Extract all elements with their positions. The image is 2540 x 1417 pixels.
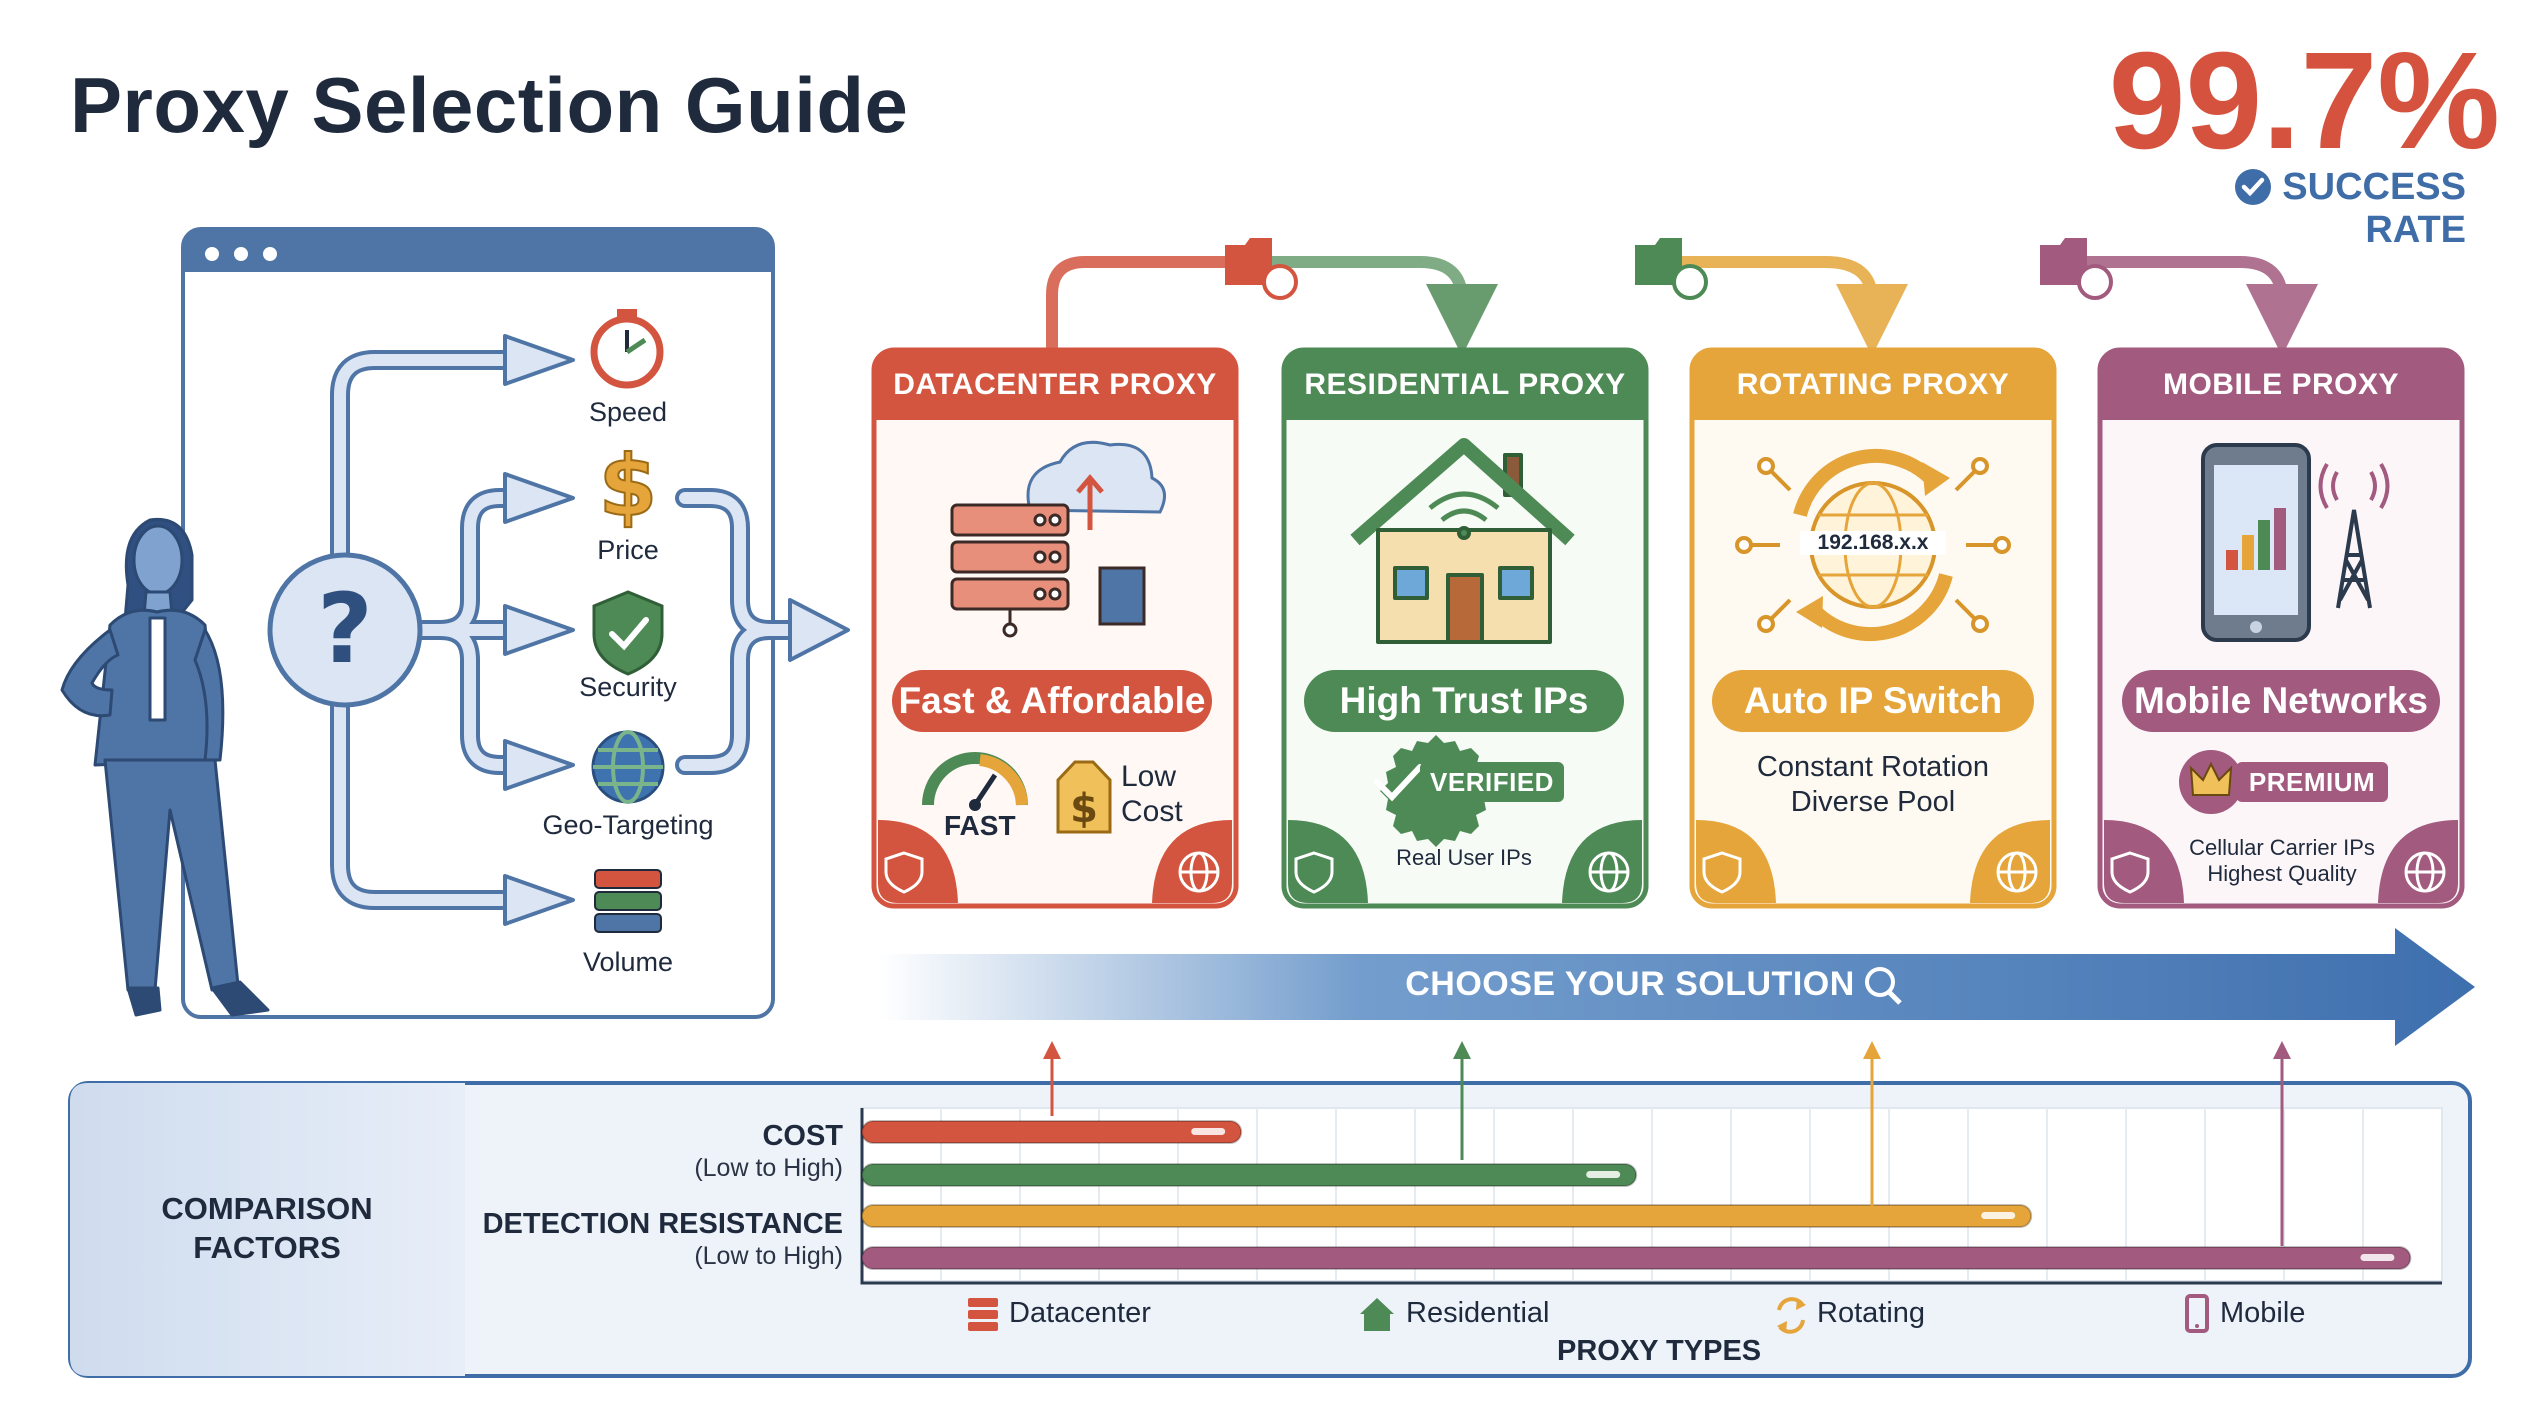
- stopwatch-icon: [590, 309, 664, 389]
- row-label-detection: DETECTION RESISTANCE: [482, 1208, 843, 1240]
- gauge-label: FAST: [944, 810, 1016, 841]
- magnifier-icon: [1865, 967, 1895, 997]
- bar-highlight: [2360, 1254, 2395, 1261]
- phone-tower-icon: [2201, 443, 2390, 642]
- arrow-heads: [503, 334, 850, 926]
- crown-seal-icon: [2179, 750, 2243, 814]
- svg-text:$: $: [599, 437, 657, 535]
- businesswoman-figure: [60, 517, 270, 1017]
- tagline-datacenter: Fast & Affordable: [892, 670, 1212, 732]
- legend-rotating: Rotating: [1817, 1297, 1926, 1329]
- bar-mobile: [861, 1246, 2412, 1270]
- rotating-detail: Constant Rotation Diverse Pool: [1756, 751, 1990, 818]
- factor-branch-arrows-inner: [334, 354, 801, 906]
- check-circle-icon: [2235, 169, 2272, 205]
- comparison-bars: [861, 1120, 2412, 1270]
- premium-badge: PREMIUM: [2236, 762, 2388, 802]
- choose-solution-label: CHOOSE YOUR SOLUTION: [1405, 965, 1855, 1003]
- verified-badge: VERIFIED: [1420, 762, 1564, 802]
- row-sub-cost: (Low to High): [694, 1154, 843, 1182]
- factor-label-volume: Volume: [582, 947, 674, 977]
- legend-mobile: Mobile: [2220, 1297, 2306, 1329]
- tagline-rotating: Auto IP Switch: [1712, 670, 2034, 732]
- bar-residential: [861, 1163, 1638, 1187]
- question-mark-icon: ?: [267, 552, 423, 708]
- tagline-mobile: Mobile Networks: [2122, 670, 2440, 732]
- bar-pointer-arrows: [1043, 1041, 2291, 1246]
- dollar-icon: $: [598, 436, 658, 536]
- folder-globe-icon: [2040, 238, 2113, 300]
- price-tag-icon: $: [1056, 760, 1112, 834]
- folder-globe-icon: [1225, 238, 1298, 300]
- server-icon: [968, 1298, 998, 1331]
- bar-datacenter: [861, 1120, 1243, 1144]
- cost-label: Low Cost: [1121, 760, 1183, 828]
- folder-globe-icon: [1635, 238, 1708, 300]
- server-cloud-icon: [950, 440, 1166, 638]
- comparison-heading: COMPARISON FACTORS: [161, 1191, 373, 1265]
- svg-text:?: ?: [317, 573, 373, 685]
- card-header-residential: RESIDENTIAL PROXY: [1304, 368, 1626, 401]
- bar-rotating: [861, 1204, 2033, 1228]
- row-sub-detection: (Low to High): [694, 1242, 843, 1270]
- window-dot-icon: [205, 247, 219, 261]
- residential-detail: Real User IPs: [1396, 845, 1532, 870]
- house-icon: [1360, 1298, 1394, 1331]
- globe-ip-text: 192.168.x.x: [1800, 531, 1946, 555]
- shield-check-icon: [592, 590, 664, 676]
- bar-highlight: [1586, 1171, 1621, 1178]
- axis-title: PROXY TYPES: [1557, 1335, 1762, 1367]
- card-header-mobile: MOBILE PROXY: [2162, 368, 2400, 401]
- card-connectors: [1046, 256, 2318, 356]
- mobile-detail: Cellular Carrier IPs Highest Quality: [2189, 835, 2375, 887]
- tagline-residential: High Trust IPs: [1304, 670, 1624, 732]
- house-wifi-icon: [1350, 438, 1575, 644]
- bar-highlight: [1191, 1128, 1226, 1135]
- globe-icon: [591, 730, 665, 804]
- factor-label-geo-targeting: Geo-Targeting: [542, 810, 714, 840]
- speed-gauge-icon: [922, 752, 1028, 811]
- globe-icon: [1178, 851, 2446, 893]
- window-dot-icon: [234, 247, 248, 261]
- phone-icon: [2185, 1294, 2209, 1333]
- success-rate-value: 99.7%: [2108, 24, 2500, 178]
- bar-highlight: [1981, 1212, 2016, 1219]
- success-rate-label: SUCCESS RATE: [2190, 166, 2466, 252]
- factor-label-price: Price: [597, 535, 659, 565]
- page-title: Proxy Selection Guide: [70, 61, 909, 149]
- legend-residential: Residential: [1406, 1297, 1550, 1329]
- factor-label-speed: Speed: [588, 397, 668, 427]
- choose-solution-banner: [880, 928, 2475, 1046]
- card-header-datacenter: DATACENTER PROXY: [893, 368, 1217, 401]
- svg-text:$: $: [1070, 786, 1098, 832]
- row-label-cost: COST: [762, 1120, 843, 1152]
- factor-label-security: Security: [579, 672, 677, 702]
- server-stack-icon: [594, 869, 662, 933]
- rotate-icon: [1777, 1297, 1806, 1334]
- legend-datacenter: Datacenter: [1009, 1297, 1151, 1329]
- shield-icon: [884, 851, 2150, 894]
- card-header-rotating: ROTATING PROXY: [1736, 368, 2010, 401]
- window-dot-icon: [263, 247, 277, 261]
